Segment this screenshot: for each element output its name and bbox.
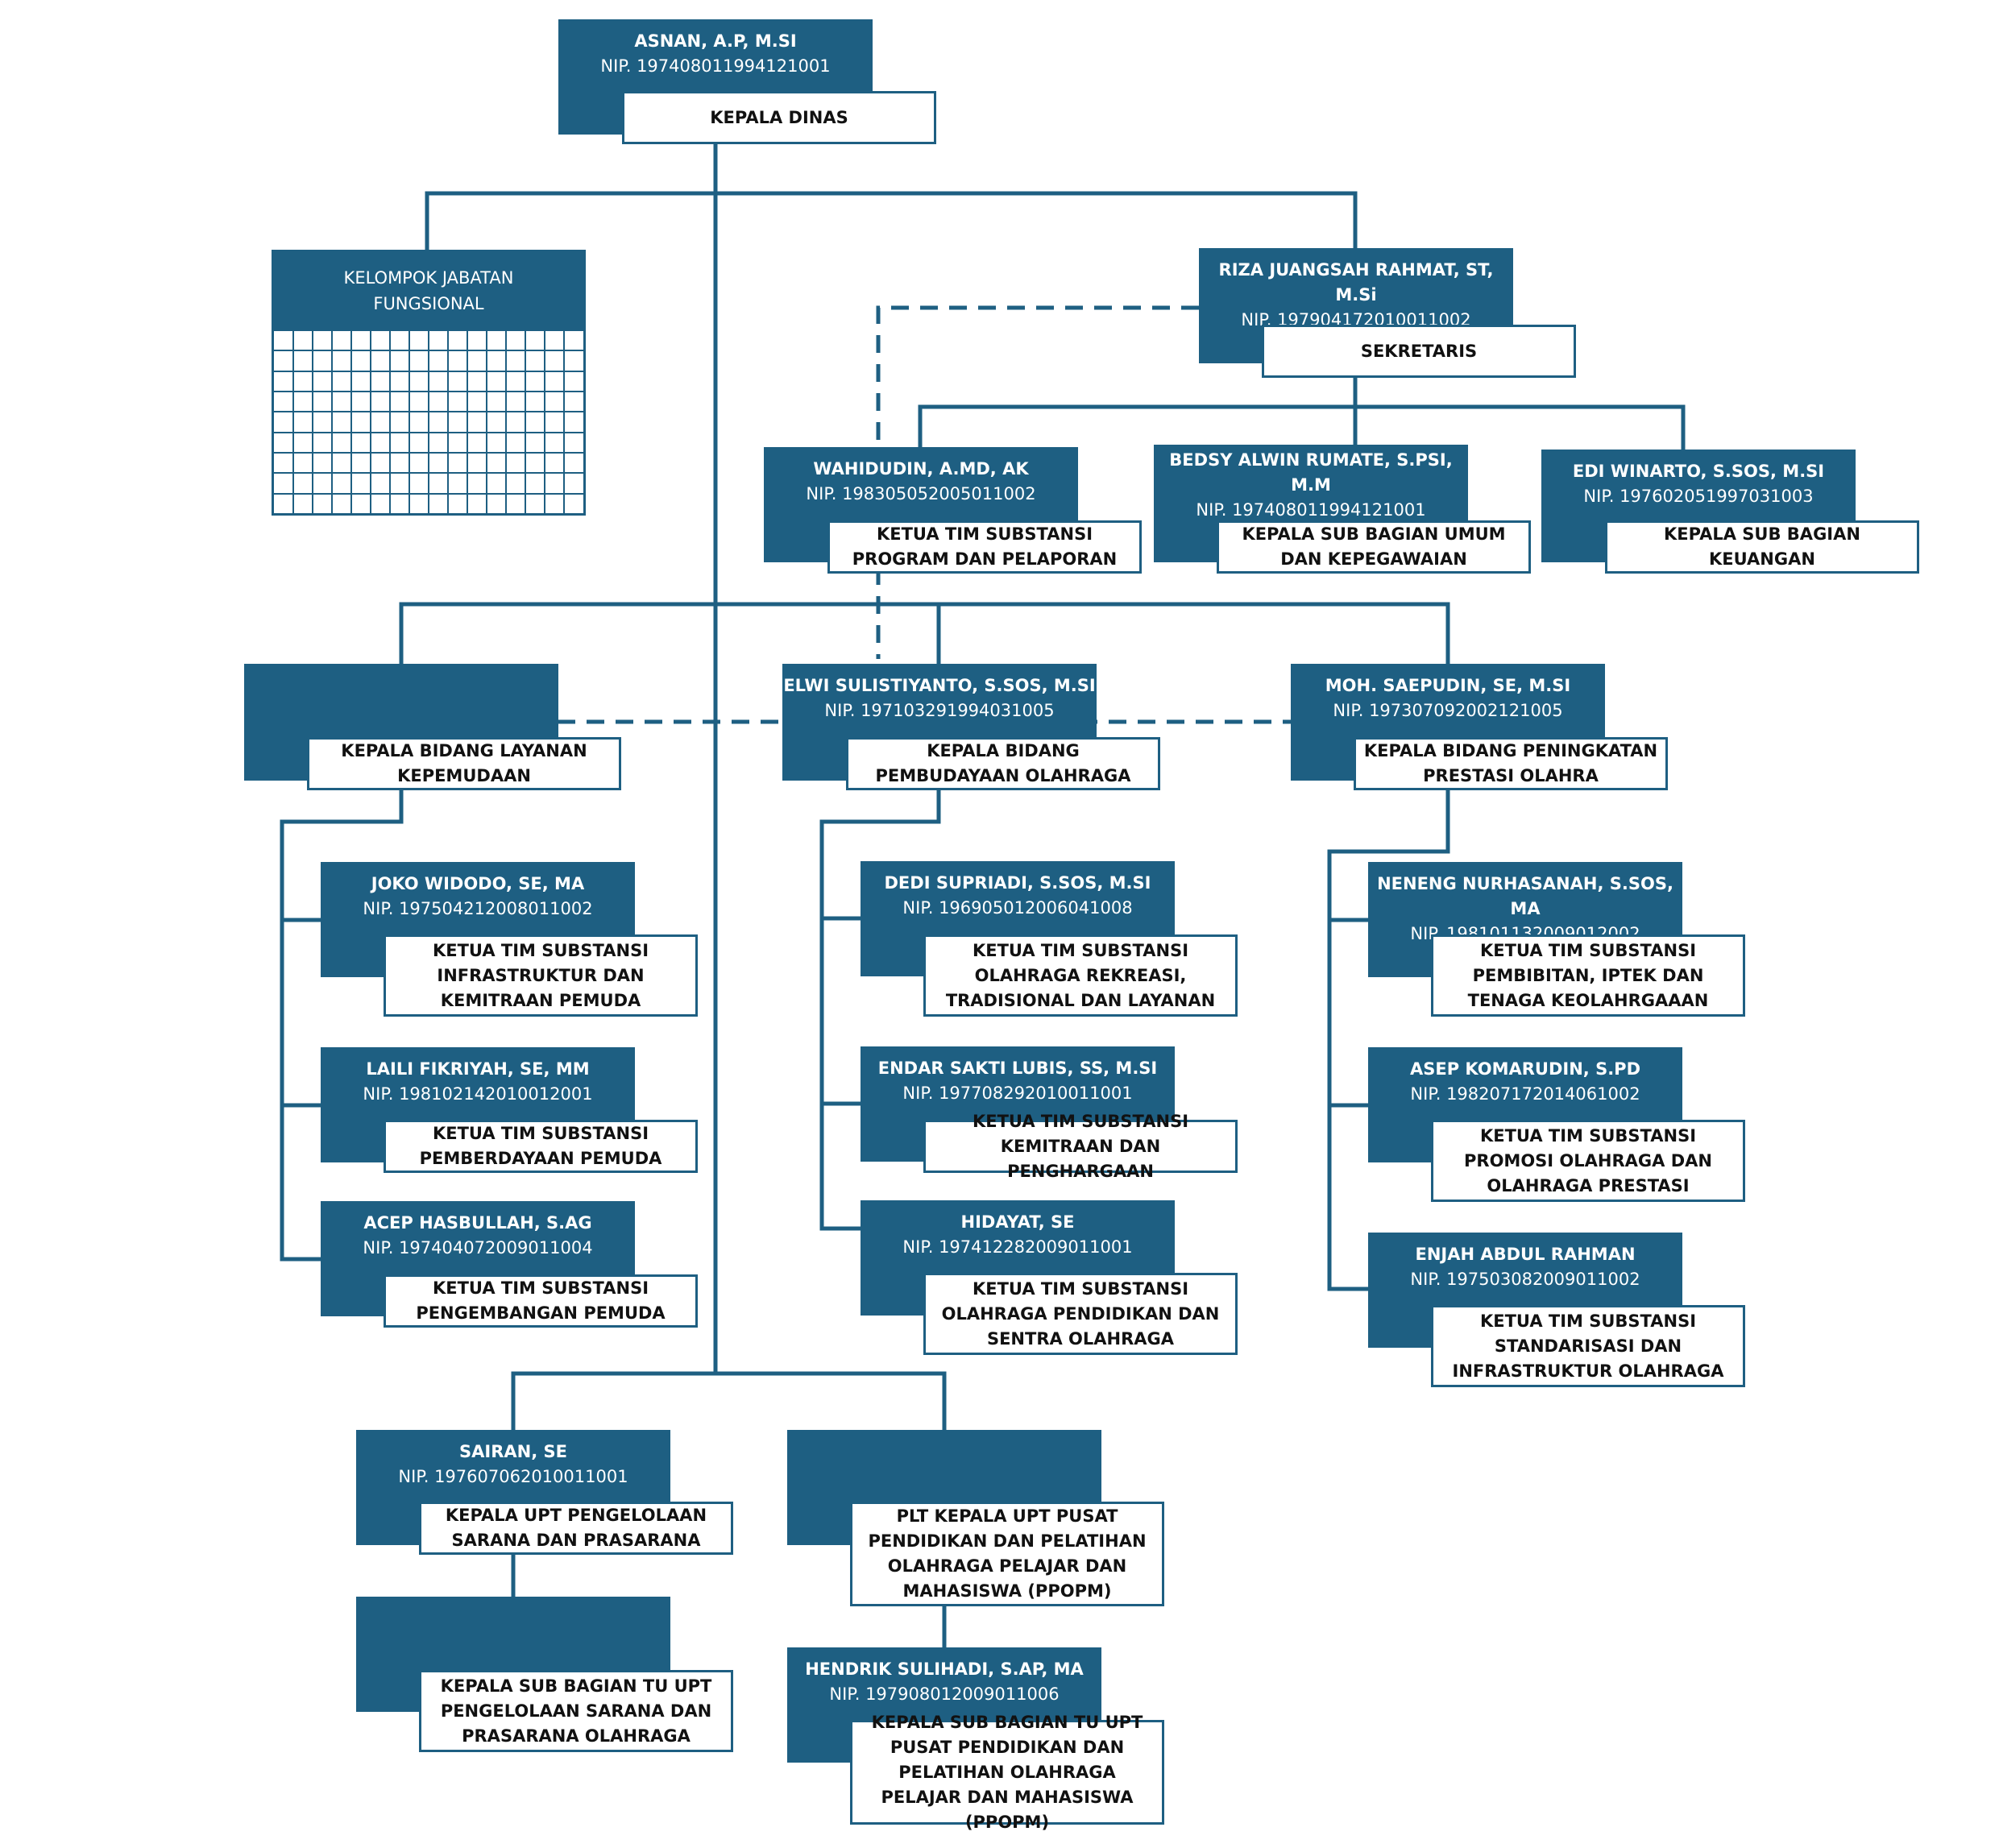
tim-title: KETUA TIM SUBSTANSI PEMBIBITAN, IPTEK DA…: [1431, 934, 1745, 1017]
tim-title: KETUA TIM SUBSTANSI OLAHRAGA PENDIDIKAN …: [923, 1273, 1238, 1355]
upt-sub-name: HENDRIK SULIHADI, S.AP, MA: [805, 1659, 1084, 1679]
tim-nip: NIP. 197708292010011001: [902, 1084, 1133, 1103]
tim-name: DEDI SUPRIADI, S.SOS, M.SI: [884, 873, 1151, 893]
sekretariat-name: BEDSY ALWIN RUMATE, S.PSI, M.M: [1169, 450, 1453, 495]
tim-title: KETUA TIM SUBSTANSI KEMITRAAN DAN PENGHA…: [923, 1112, 1238, 1181]
upt-sub-nip: NIP. 197908012009011006: [829, 1684, 1060, 1704]
tim-nip: NIP. 197504212008011002: [363, 899, 593, 918]
tim-name: NENENG NURHASANAH, S.SOS, MA: [1377, 874, 1673, 918]
tim-nip: NIP. 198102142010012001: [363, 1084, 593, 1104]
tim-box: LAILI FIKRIYAH, SE, MM NIP. 198102142010…: [321, 1047, 635, 1162]
tim-nip: NIP. 196905012006041008: [902, 898, 1133, 918]
sekretaris-title: SEKRETARIS: [1262, 325, 1576, 378]
tim-title: KETUA TIM SUBSTANSI INFRASTRUKTUR DAN KE…: [384, 934, 698, 1017]
tim-name: LAILI FIKRIYAH, SE, MM: [366, 1059, 590, 1079]
tim-name: ACEP HASBULLAH, S.AG: [363, 1213, 592, 1233]
kepala-dinas-title: KEPALA DINAS: [622, 91, 936, 144]
tim-nip: NIP. 197412282009011001: [902, 1237, 1133, 1257]
tim-title: KETUA TIM SUBSTANSI STANDARISASI DAN INF…: [1431, 1305, 1745, 1387]
bidang-name: ELWI SULISTIYANTO, S.SOS, M.SI: [783, 676, 1096, 695]
tim-name: ASEP KOMARUDIN, S.PD: [1409, 1059, 1640, 1079]
tim-title: KETUA TIM SUBSTANSI OLAHRAGA REKREASI, T…: [923, 934, 1238, 1017]
sekretariat-title-3: KEPALA SUB BAGIAN KEUANGAN: [1605, 520, 1919, 574]
bidang-title-3: KEPALA BIDANG PENINGKATAN PRESTASI OLAHR…: [1354, 737, 1668, 790]
sekretariat-name: WAHIDUDIN, A.MD, AK: [813, 459, 1029, 479]
bidang-nip: NIP. 197307092002121005: [1333, 701, 1563, 720]
sekretariat-title-1: KETUA TIM SUBSTANSI PROGRAM DAN PELAPORA…: [827, 520, 1142, 574]
upt-name: [787, 1430, 1101, 1440]
bidang-title-2: KEPALA BIDANG PEMBUDAYAAN OLAHRAGA: [846, 737, 1160, 790]
sekretariat-nip: NIP. 197602051997031003: [1583, 487, 1814, 506]
bidang-nip: NIP. 197103291994031005: [824, 701, 1055, 720]
upt-nip: NIP. 197607062010011001: [398, 1467, 628, 1486]
tim-nip: NIP. 197503082009011002: [1410, 1270, 1640, 1289]
upt-sub-name: [356, 1597, 670, 1606]
sekretariat-nip: NIP. 197408011994121001: [1196, 500, 1426, 520]
jabatan-fungsional-grid: [274, 329, 583, 513]
kepala-dinas-nip: NIP. 197408011994121001: [600, 56, 831, 76]
sekretaris-name: RIZA JUANGSAH RAHMAT, ST, M.Si: [1218, 260, 1494, 305]
bidang-name: [244, 664, 558, 673]
tim-title: KETUA TIM SUBSTANSI PROMOSI OLAHRAGA DAN…: [1431, 1120, 1745, 1202]
tim-name: HIDAYAT, SE: [960, 1212, 1075, 1232]
sekretariat-title-2: KEPALA SUB BAGIAN UMUM DAN KEPEGAWAIAN: [1217, 520, 1531, 574]
tim-title: KETUA TIM SUBSTANSI PENGEMBANGAN PEMUDA: [384, 1274, 698, 1328]
tim-name: JOKO WIDODO, SE, MA: [371, 874, 585, 893]
bidang-name: MOH. SAEPUDIN, SE, M.SI: [1325, 676, 1571, 695]
tim-name: ENDAR SAKTI LUBIS, SS, M.SI: [877, 1059, 1158, 1078]
kepala-dinas-name: ASNAN, A.P, M.SI: [634, 31, 797, 51]
tim-name: ENJAH ABDUL RAHMAN: [1415, 1245, 1636, 1264]
upt-title-1: KEPALA UPT PENGELOLAAN SARANA DAN PRASAR…: [419, 1502, 733, 1555]
tim-nip: NIP. 197404072009011004: [363, 1238, 593, 1258]
sekretariat-nip: NIP. 198305052005011002: [806, 484, 1036, 503]
jabatan-fungsional-title: KELOMPOK JABATAN FUNGSIONAL: [274, 252, 583, 329]
upt-title-2: PLT KEPALA UPT PUSAT PENDIDIKAN DAN PELA…: [850, 1502, 1164, 1606]
tim-nip: NIP. 198207172014061002: [1410, 1084, 1640, 1104]
upt-sub-title-2: KEPALA SUB BAGIAN TU UPT PUSAT PENDIDIKA…: [850, 1713, 1164, 1832]
tim-title: KETUA TIM SUBSTANSI PEMBERDAYAAN PEMUDA: [384, 1120, 698, 1173]
sekretariat-name: EDI WINARTO, S.SOS, M.SI: [1572, 462, 1825, 481]
upt-sub-title-1: KEPALA SUB BAGIAN TU UPT PENGELOLAAN SAR…: [419, 1670, 733, 1752]
bidang-title-1: KEPALA BIDANG LAYANAN KEPEMUDAAN: [307, 737, 621, 790]
jabatan-fungsional-box: KELOMPOK JABATAN FUNGSIONAL: [272, 250, 586, 516]
upt-name: SAIRAN, SE: [459, 1442, 567, 1461]
tim-box: JOKO WIDODO, SE, MA NIP. 197504212008011…: [321, 862, 635, 977]
